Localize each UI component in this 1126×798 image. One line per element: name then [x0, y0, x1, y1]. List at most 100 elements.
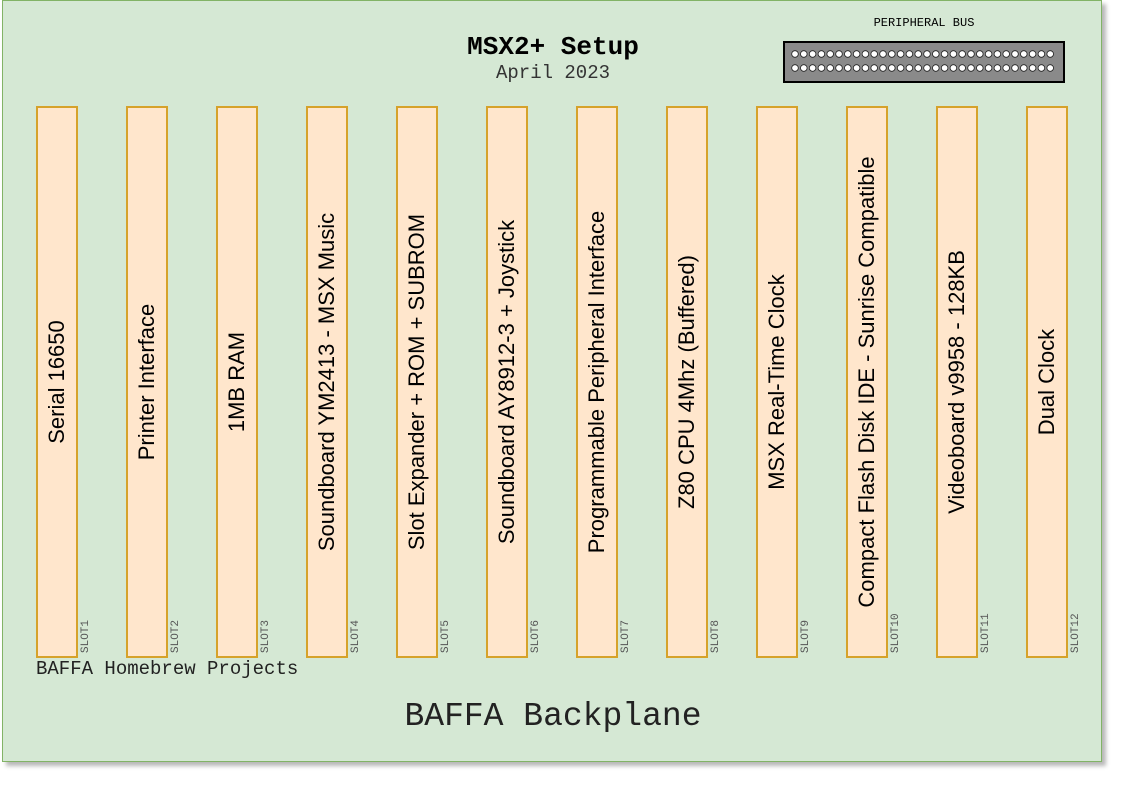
bus-pin — [923, 50, 931, 58]
slot-card-label: Printer Interface — [134, 303, 159, 461]
bus-pin — [870, 64, 878, 72]
bus-pin — [1020, 64, 1028, 72]
bus-pin — [861, 50, 870, 58]
slot-id-label: SLOT11 — [980, 613, 992, 653]
bus-pin — [817, 64, 826, 72]
slot-id-label: SLOT12 — [1070, 613, 1082, 653]
bus-pin — [852, 50, 861, 58]
slot-id-label: SLOT6 — [530, 619, 542, 653]
backplane-board: MSX2+ Setup April 2023 PERIPHERAL BUS Se… — [2, 0, 1102, 762]
bus-pin — [844, 64, 852, 72]
peripheral-bus-label: PERIPHERAL BUS — [873, 16, 975, 30]
slot-card-label: Slot Expander + ROM + SUBROM — [404, 213, 429, 551]
bus-pin — [888, 50, 896, 58]
slot-id-label: SLOT8 — [710, 619, 722, 653]
slot-card-label: 1MB RAM — [224, 331, 249, 433]
bus-pin — [1037, 50, 1046, 58]
bus-pin — [1002, 50, 1010, 58]
bus-pin — [949, 50, 958, 58]
bus-pin — [835, 50, 843, 58]
bus-pin — [1046, 50, 1054, 58]
slot-card-label: Soundboard YM2413 - MSX Music — [314, 212, 339, 552]
bus-pin — [791, 64, 799, 72]
peripheral-bus-connector — [783, 41, 1065, 83]
bus-pin — [905, 50, 914, 58]
slot-card-label: Serial 16650 — [44, 320, 69, 444]
bus-pin — [817, 50, 826, 58]
bus-pin — [800, 50, 808, 58]
slot-card: Slot Expander + ROM + SUBROM — [396, 106, 438, 658]
bus-pin — [967, 64, 975, 72]
slot-card-label: Videoboard v9958 - 128KB — [944, 250, 969, 514]
bus-pin — [808, 50, 817, 58]
slot-id-label: SLOT2 — [170, 619, 182, 653]
bus-pin — [923, 64, 931, 72]
diagram-subtitle: April 2023 — [495, 62, 611, 84]
slot-card: Videoboard v9958 - 128KB — [936, 106, 978, 658]
bus-pin — [932, 64, 940, 72]
bus-pin — [835, 64, 843, 72]
bus-pin — [800, 64, 808, 72]
slot-card-label: Compact Flash Disk IDE - Sunrise Compati… — [854, 156, 879, 608]
bus-pin — [852, 64, 861, 72]
bus-pins — [791, 50, 1054, 72]
slot-card: Soundboard AY8912-3 + Joystick — [486, 106, 528, 658]
slot-card: Printer Interface — [126, 106, 168, 658]
bus-pin — [984, 50, 993, 58]
bus-pin — [844, 50, 852, 58]
bus-pin — [791, 50, 799, 58]
slot-card-label: Z80 CPU 4Mhz (Buffered) — [674, 255, 699, 509]
bus-pin — [914, 64, 922, 72]
slot-id-label: SLOT1 — [80, 619, 92, 653]
slot-id-label: SLOT7 — [620, 619, 632, 653]
bus-pin — [1028, 50, 1037, 58]
bus-pin — [993, 64, 1002, 72]
slot-card: Programmable Peripheral Interface — [576, 106, 618, 658]
bus-pin — [896, 64, 905, 72]
slot-card-label: Dual Clock — [1034, 328, 1059, 436]
slot-card-label: Programmable Peripheral Interface — [584, 210, 609, 554]
bus-pin — [1046, 64, 1054, 72]
bus-pin — [1020, 50, 1028, 58]
bus-pin — [949, 64, 958, 72]
slot-card: MSX Real-Time Clock — [756, 106, 798, 658]
bus-pin — [984, 64, 993, 72]
bus-pin — [808, 64, 817, 72]
credit-text: BAFFA Homebrew Projects — [36, 658, 299, 680]
bus-pin — [879, 64, 887, 72]
bus-pin — [905, 64, 914, 72]
bus-pin — [870, 50, 878, 58]
bus-pin — [879, 50, 887, 58]
slot-id-label: SLOT10 — [890, 613, 902, 653]
slot-id-label: SLOT4 — [350, 619, 362, 653]
slot-card: Dual Clock — [1026, 106, 1068, 658]
slot-card: Serial 16650 — [36, 106, 78, 658]
slot-card-label: MSX Real-Time Clock — [764, 274, 789, 490]
slot-card: Compact Flash Disk IDE - Sunrise Compati… — [846, 106, 888, 658]
bus-pin — [967, 50, 975, 58]
slot-card-label: Soundboard AY8912-3 + Joystick — [494, 219, 519, 545]
bus-pin — [976, 64, 984, 72]
slot-card: 1MB RAM — [216, 106, 258, 658]
bus-pin — [940, 64, 949, 72]
diagram-title: MSX2+ Setup — [467, 32, 639, 62]
bus-pin — [1002, 64, 1010, 72]
bus-pin — [826, 64, 834, 72]
bus-pin — [888, 64, 896, 72]
bus-pin — [940, 50, 949, 58]
slot-id-label: SLOT3 — [260, 619, 272, 653]
bus-pin — [1011, 64, 1019, 72]
bus-pin — [826, 50, 834, 58]
bus-pin — [932, 50, 940, 58]
bus-pin — [976, 50, 984, 58]
bus-pin — [1037, 64, 1046, 72]
bus-pin — [914, 50, 922, 58]
bus-pin — [861, 64, 870, 72]
bus-pin — [1028, 64, 1037, 72]
slot-card: Z80 CPU 4Mhz (Buffered) — [666, 106, 708, 658]
bus-pin — [993, 50, 1002, 58]
bus-pin — [958, 64, 966, 72]
bus-pin — [896, 50, 905, 58]
slot-card: Soundboard YM2413 - MSX Music — [306, 106, 348, 658]
backplane-name: BAFFA Backplane — [404, 698, 702, 735]
